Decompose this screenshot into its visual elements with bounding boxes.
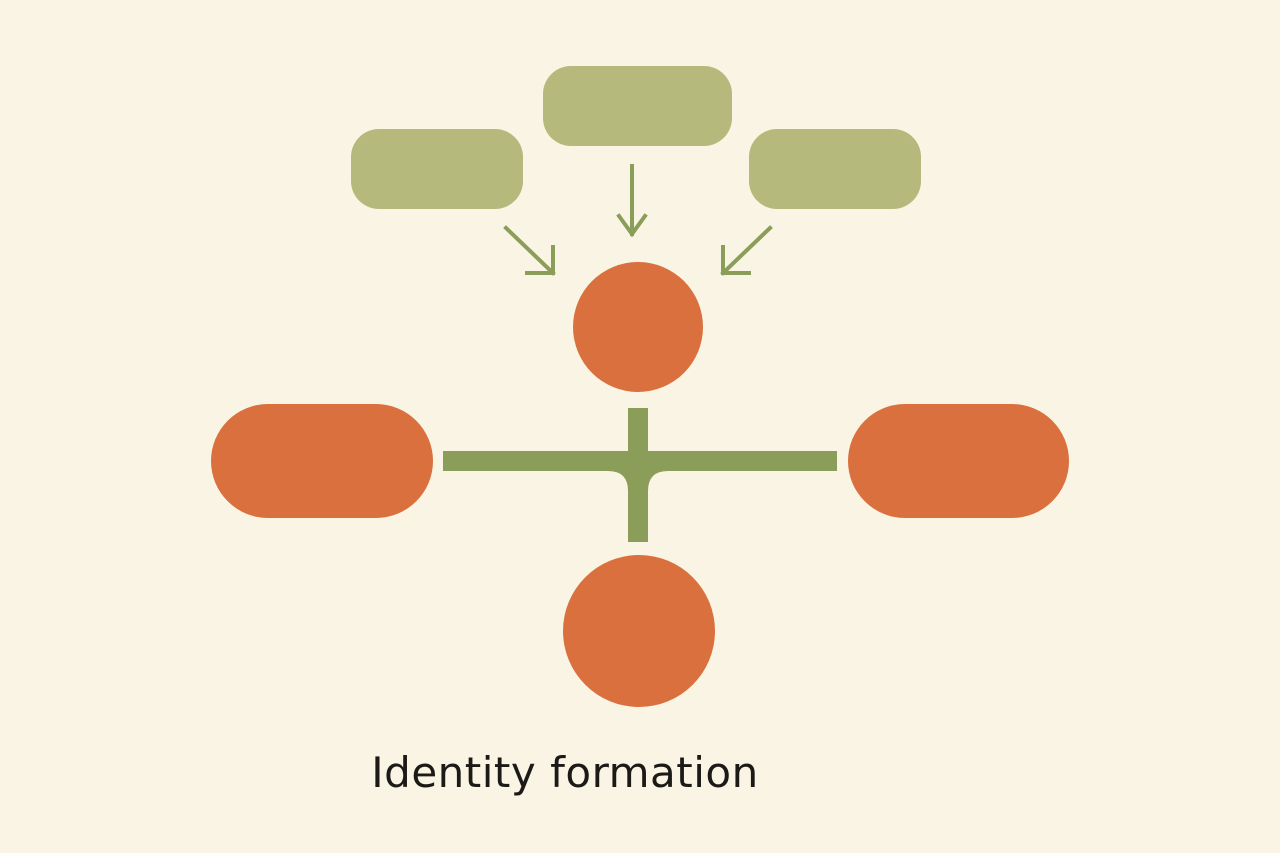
left-node: [211, 404, 433, 518]
arrow-top: [616, 164, 648, 238]
input-box-right: [749, 129, 921, 209]
bottom-node: [563, 555, 715, 707]
arrow-right: [720, 225, 773, 276]
arrow-left: [503, 225, 556, 276]
right-node: [848, 404, 1069, 518]
central-node: [573, 262, 703, 392]
connector-cross: [443, 408, 837, 542]
diagram-caption: Identity formation: [371, 748, 759, 797]
input-box-left: [351, 129, 523, 209]
input-box-top: [543, 66, 732, 146]
